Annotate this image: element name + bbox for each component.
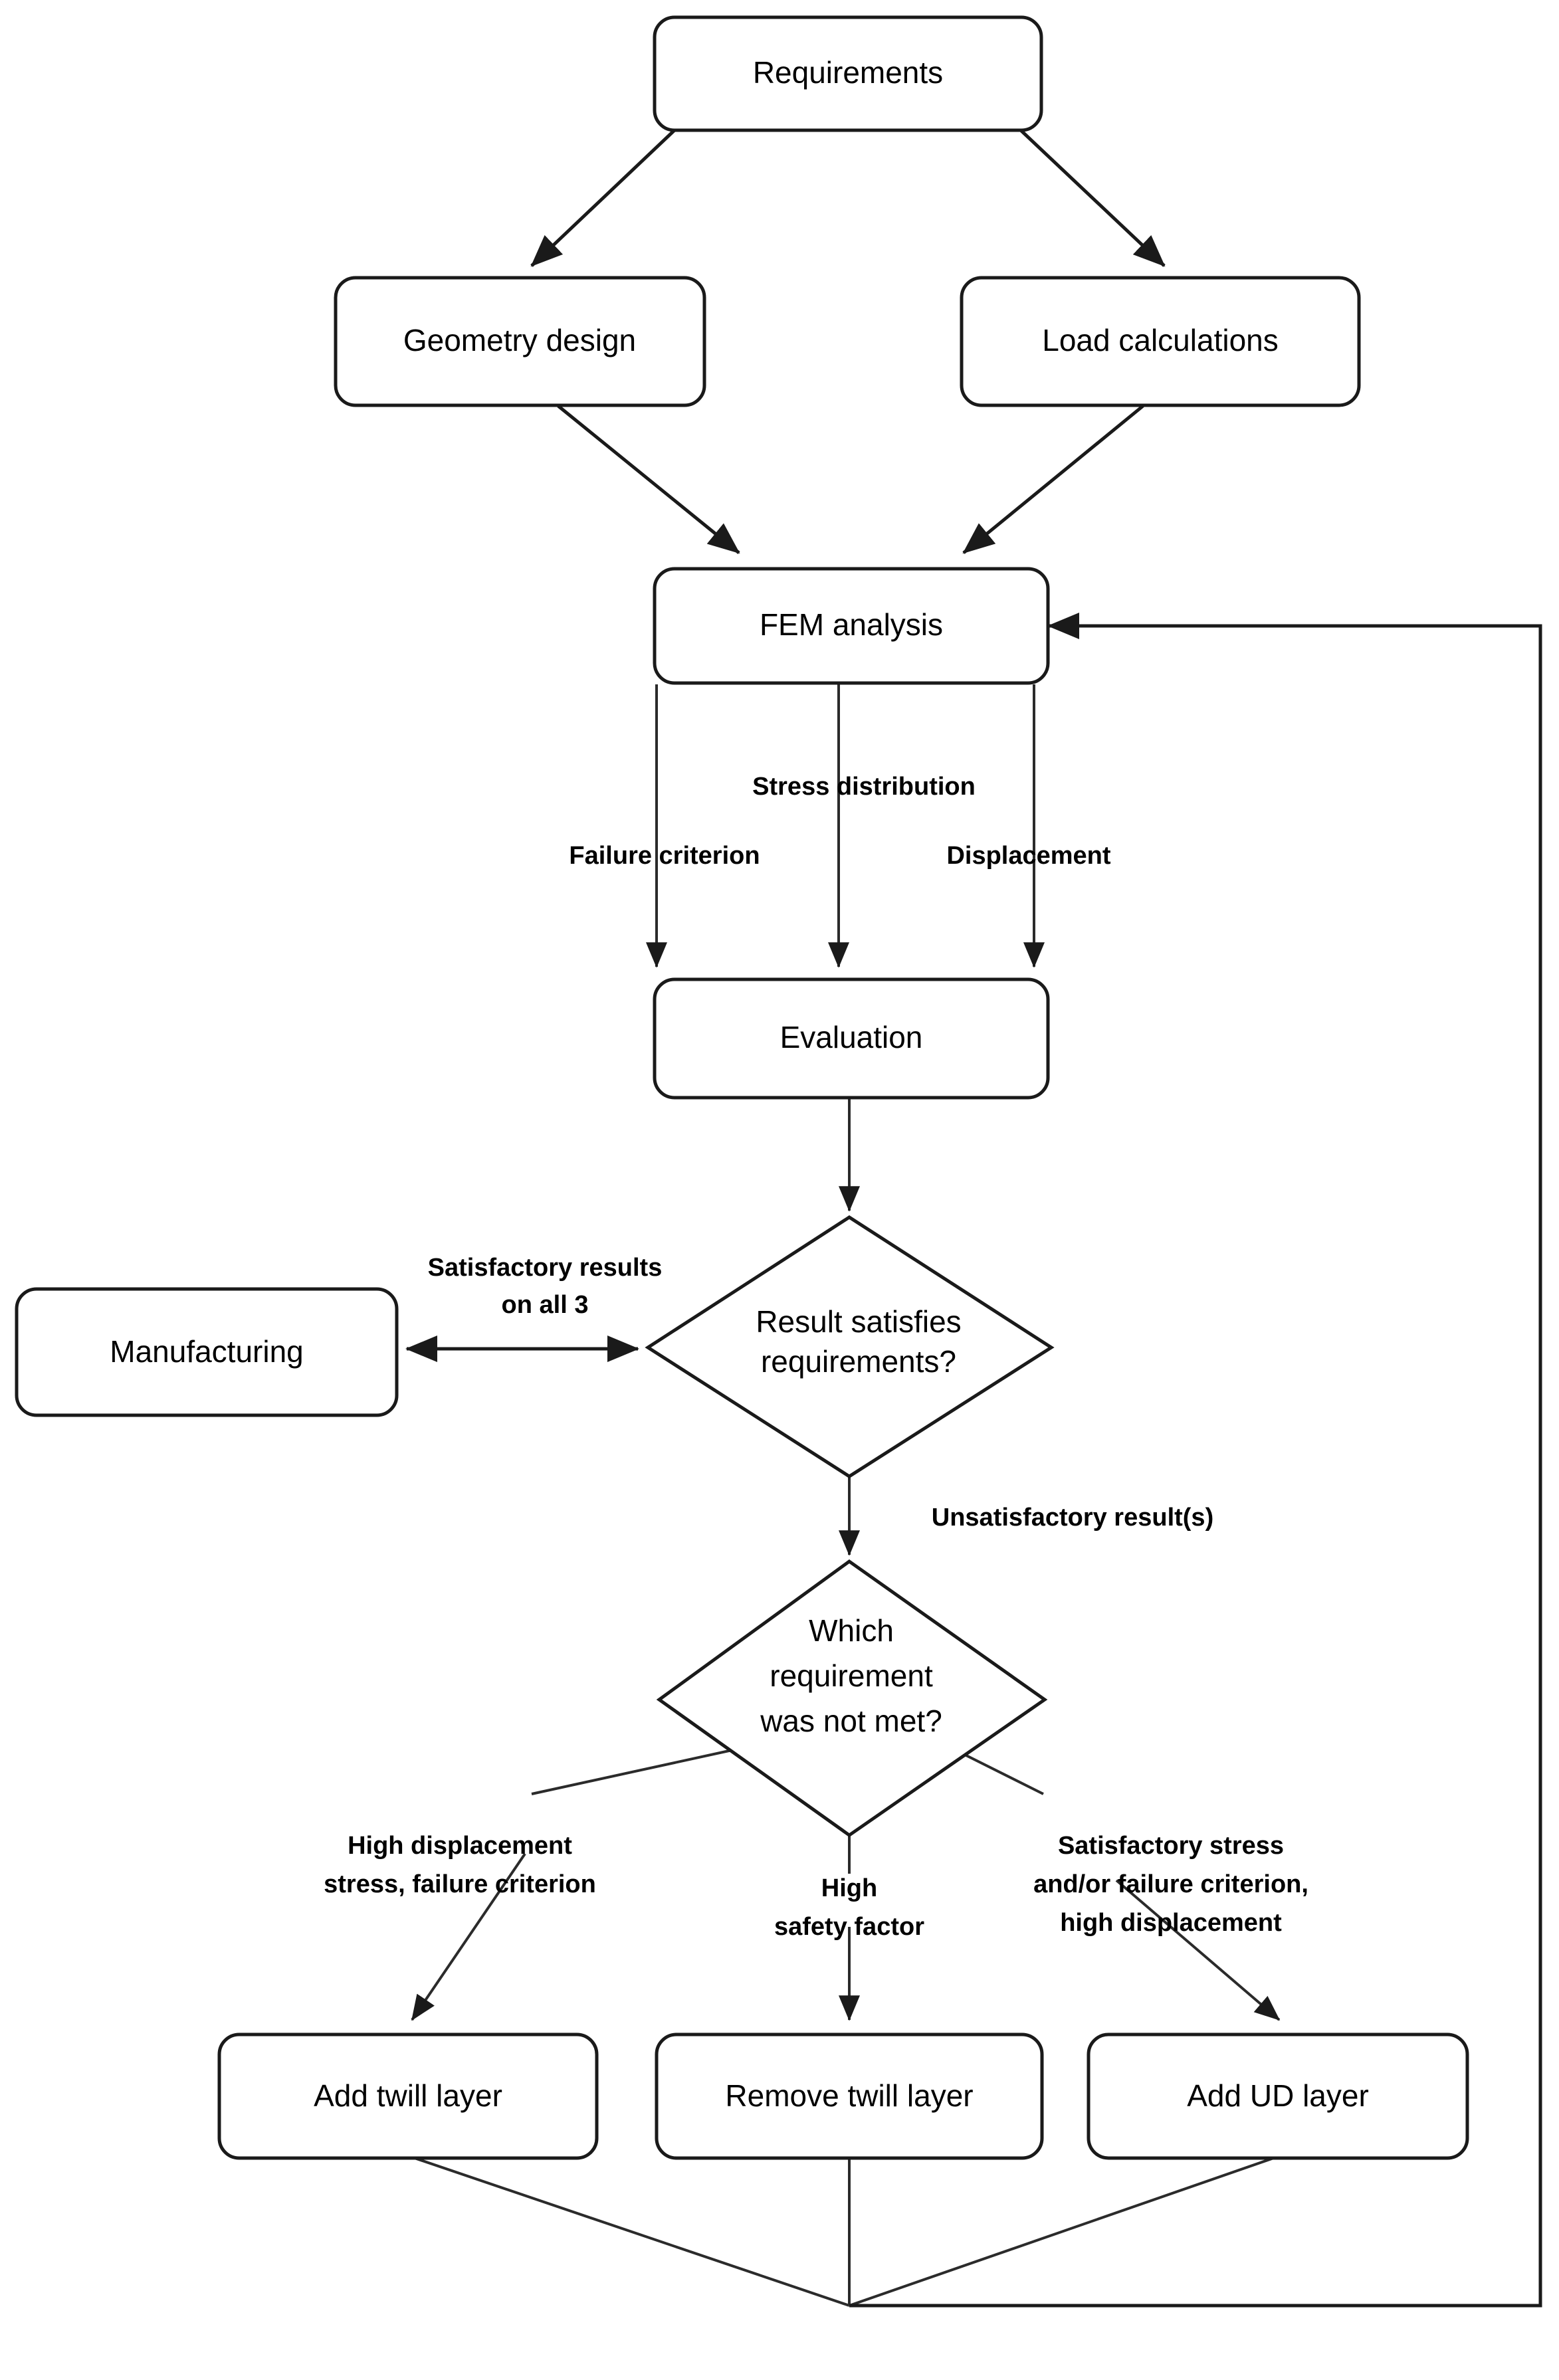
node-decision-which-requirement[interactable]: Which requirement was not met? bbox=[656, 1559, 1048, 1838]
fem-analysis-box[interactable] bbox=[653, 567, 1050, 685]
edge-label-stress-distribution: Stress distribution bbox=[752, 773, 976, 801]
edge-label-left-branch-line2: stress, failure criterion bbox=[324, 1870, 596, 1898]
remove-twill-layer-box[interactable] bbox=[655, 2033, 1044, 2160]
decision-result-line2: requirements? bbox=[761, 1344, 956, 1379]
evaluation-box[interactable] bbox=[653, 977, 1050, 1100]
edge-which-right-branch bbox=[963, 1753, 1279, 2020]
edge-label-mid-branch-line2: safety factor bbox=[774, 1913, 924, 1941]
decision-which-line1: Which bbox=[809, 1613, 894, 1648]
edge-load-to-fem bbox=[962, 405, 1144, 554]
node-evaluation[interactable]: Evaluation bbox=[653, 977, 1050, 1100]
node-decision-result-satisfies[interactable]: Result satisfies requirements? bbox=[645, 1215, 1055, 1478]
edge-requirements-to-geometry bbox=[530, 129, 676, 267]
decision-which-diamond[interactable] bbox=[656, 1559, 1048, 1838]
geometry-design-box[interactable] bbox=[334, 276, 706, 407]
requirements-box[interactable] bbox=[653, 15, 1043, 132]
geometry-design-label: Geometry design bbox=[403, 323, 636, 357]
decision-which-line2: requirement bbox=[770, 1658, 933, 1693]
evaluation-label: Evaluation bbox=[780, 1020, 923, 1054]
load-calculations-label: Load calculations bbox=[1042, 323, 1278, 357]
add-ud-layer-box[interactable] bbox=[1087, 2033, 1469, 2160]
node-requirements[interactable]: Requirements bbox=[653, 15, 1043, 132]
node-add-ud-layer[interactable]: Add UD layer bbox=[1087, 2033, 1469, 2160]
remove-twill-layer-label: Remove twill layer bbox=[725, 2078, 973, 2113]
decision-result-diamond[interactable] bbox=[645, 1215, 1055, 1478]
edge-label-satisfactory-line2: on all 3 bbox=[502, 1291, 589, 1319]
node-load-calculations[interactable]: Load calculations bbox=[960, 276, 1361, 407]
requirements-label: Requirements bbox=[753, 55, 943, 90]
edge-label-right-branch-line1: Satisfactory stress bbox=[1058, 1832, 1284, 1860]
manufacturing-box[interactable] bbox=[15, 1287, 399, 1417]
edge-label-unsatisfactory: Unsatisfactory result(s) bbox=[932, 1504, 1213, 1532]
node-add-twill-layer[interactable]: Add twill layer bbox=[217, 2033, 599, 2160]
edge-label-left-branch-line1: High displacement bbox=[348, 1832, 572, 1860]
edge-label-right-branch-line2: and/or failure criterion, bbox=[1033, 1870, 1308, 1898]
add-twill-layer-label: Add twill layer bbox=[314, 2078, 502, 2113]
edge-addtwill-to-merge bbox=[408, 2155, 850, 2307]
decision-result-line1: Result satisfies bbox=[756, 1304, 961, 1339]
edge-geometry-to-fem bbox=[557, 405, 740, 554]
node-remove-twill-layer[interactable]: Remove twill layer bbox=[655, 2033, 1044, 2160]
node-manufacturing[interactable]: Manufacturing bbox=[15, 1287, 399, 1417]
add-twill-layer-box[interactable] bbox=[217, 2033, 599, 2160]
edge-feedback-loop-to-fem bbox=[849, 613, 1542, 2308]
edge-label-failure-criterion: Failure criterion bbox=[569, 842, 760, 870]
edge-label-right-branch-line3: high displacement bbox=[1060, 1909, 1282, 1937]
load-calculations-box[interactable] bbox=[960, 276, 1361, 407]
edge-requirements-to-load bbox=[1019, 129, 1166, 267]
edge-label-mid-branch-line1: High bbox=[821, 1874, 877, 1902]
edge-label-satisfactory-line1: Satisfactory results bbox=[428, 1254, 663, 1282]
node-fem-analysis[interactable]: FEM analysis bbox=[653, 567, 1050, 685]
edge-addud-to-merge bbox=[849, 2155, 1280, 2307]
manufacturing-label: Manufacturing bbox=[110, 1334, 304, 1369]
edge-label-displacement: Displacement bbox=[946, 842, 1110, 870]
edge-which-left-branch bbox=[412, 1746, 745, 2020]
fem-analysis-label: FEM analysis bbox=[760, 607, 943, 642]
decision-which-line3: was not met? bbox=[760, 1704, 942, 1738]
add-ud-layer-label: Add UD layer bbox=[1187, 2078, 1369, 2113]
node-geometry-design[interactable]: Geometry design bbox=[334, 276, 706, 407]
